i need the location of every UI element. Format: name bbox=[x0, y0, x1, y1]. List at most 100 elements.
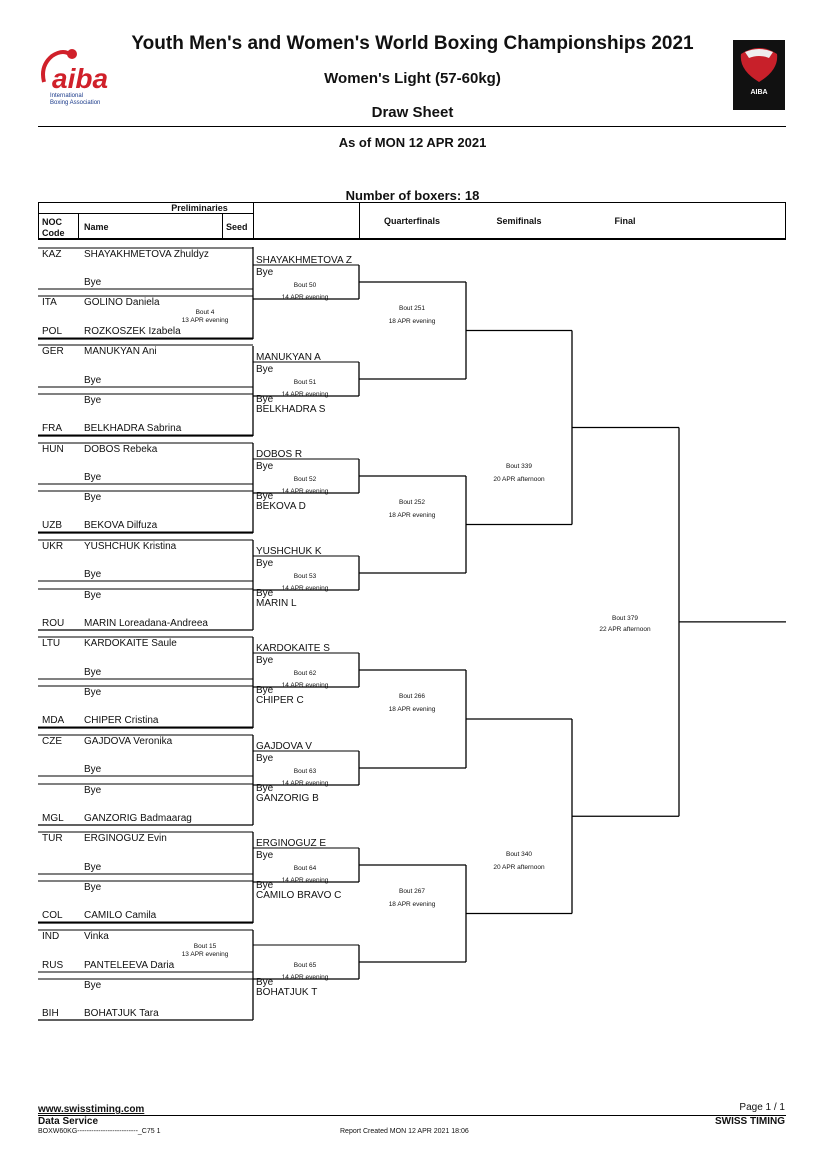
code-header: Code bbox=[42, 228, 65, 238]
entry-name: Bye bbox=[84, 492, 102, 503]
r1-top-name: SHAYAKHMETOVA Z bbox=[256, 255, 352, 266]
entry-name: MARIN Loreadana-Andreea bbox=[84, 618, 208, 629]
entry-noc: FRA bbox=[42, 423, 62, 434]
r1-top-name: GAJDOVA V bbox=[256, 741, 312, 752]
r1-bottom-name: CHIPER C bbox=[256, 695, 304, 706]
r1-top-bye: Bye bbox=[256, 655, 274, 666]
entry-name: Bye bbox=[84, 667, 102, 678]
header-rule bbox=[38, 126, 786, 127]
r1-bottom-bye: Bye bbox=[256, 977, 274, 988]
name-header: Name bbox=[84, 222, 109, 232]
footer-code: BOXW60KG--------------------------_C75 1 bbox=[38, 1128, 161, 1135]
r1-bottom-bye: Bye bbox=[256, 588, 274, 599]
entry-name: Bye bbox=[84, 395, 102, 406]
entry-name: GANZORIG Badmaarag bbox=[84, 813, 192, 824]
event-title: Youth Men's and Women's World Boxing Cha… bbox=[131, 33, 694, 54]
r1-top-name: DOBOS R bbox=[256, 449, 303, 460]
sf-bout-time: 20 APR afternoon bbox=[493, 475, 545, 483]
r1-top-name: ERGINOGUZ E bbox=[256, 838, 327, 849]
entry-noc: HUN bbox=[42, 444, 64, 455]
final-header: Final bbox=[614, 216, 636, 226]
entry-name: BOHATJUK Tara bbox=[84, 1008, 159, 1019]
qf-bout-time: 18 APR evening bbox=[388, 317, 436, 325]
r1-bout-number: Bout 53 bbox=[293, 573, 317, 580]
qf-bout-number: Bout 251 bbox=[398, 304, 426, 312]
r1-bout-time: 14 APR evening bbox=[281, 974, 329, 981]
seed-header: Seed bbox=[226, 222, 248, 232]
entry-name: Bye bbox=[84, 764, 102, 775]
r1-bout-number: Bout 64 bbox=[293, 865, 317, 872]
entry-name: CHIPER Cristina bbox=[84, 715, 159, 726]
entry-name: DOBOS Rebeka bbox=[84, 444, 158, 455]
footer-brand: SWISS TIMING bbox=[715, 1116, 785, 1127]
aiba-eagle-logo: AIBA bbox=[733, 40, 785, 110]
r1-bout-number: Bout 52 bbox=[293, 476, 317, 483]
entry-name: PANTELEEVA Daria bbox=[84, 960, 175, 971]
boxer-count: Number of boxers: 18 bbox=[345, 188, 480, 203]
svg-text:Boxing Association: Boxing Association bbox=[50, 100, 100, 106]
r1-top-bye: Bye bbox=[256, 558, 274, 569]
svg-text:International: International bbox=[50, 93, 83, 99]
qf-bout-number: Bout 267 bbox=[398, 887, 426, 895]
entry-name: Bye bbox=[84, 472, 102, 483]
r1-bout-time: 14 APR evening bbox=[281, 391, 329, 398]
aiba-logo-text: aiba bbox=[52, 63, 108, 94]
r1-bout-time: 14 APR evening bbox=[281, 585, 329, 592]
final-bout-time: 22 APR afternoon bbox=[599, 625, 651, 633]
r1-bottom-bye: Bye bbox=[256, 685, 274, 696]
r1-bottom-bye: Bye bbox=[256, 783, 274, 794]
r1-top-bye: Bye bbox=[256, 461, 274, 472]
r1-bout-time: 14 APR evening bbox=[281, 780, 329, 787]
entry-noc: ROU bbox=[42, 618, 65, 629]
entry-name: SHAYAKHMETOVA Zhuldyz bbox=[84, 249, 209, 260]
entry-name: ERGINOGUZ Evin bbox=[84, 833, 167, 844]
r1-top-bye: Bye bbox=[256, 753, 274, 764]
entry-name: Bye bbox=[84, 277, 102, 288]
as-of-date: As of MON 12 APR 2021 bbox=[338, 135, 487, 150]
entry-name: Bye bbox=[84, 569, 102, 580]
entry-noc: IND bbox=[42, 931, 60, 942]
entry-name: YUSHCHUK Kristina bbox=[84, 541, 177, 552]
entry-name: KARDOKAITE Saule bbox=[84, 638, 177, 649]
entry-noc: KAZ bbox=[42, 249, 62, 260]
r1-bout-number: Bout 65 bbox=[293, 962, 317, 969]
r1-top-bye: Bye bbox=[256, 267, 274, 278]
sheet-title: Draw Sheet bbox=[371, 104, 454, 121]
footer-report: Report Created MON 12 APR 2021 18:06 bbox=[340, 1128, 469, 1135]
r1-bout-number: Bout 51 bbox=[293, 379, 317, 386]
r1-bottom-name: CAMILO BRAVO C bbox=[256, 890, 342, 901]
final-bout-number: Bout 379 bbox=[611, 614, 639, 622]
r1-top-bye: Bye bbox=[256, 850, 274, 861]
r1-bout-time: 14 APR evening bbox=[281, 682, 329, 689]
entry-noc: UKR bbox=[42, 541, 64, 552]
footer-site-link[interactable]: www.swisstiming.com bbox=[38, 1104, 145, 1115]
entry-noc: BIH bbox=[42, 1008, 59, 1019]
quarterfinals-header: Quarterfinals bbox=[383, 216, 441, 226]
entry-name: BELKHADRA Sabrina bbox=[84, 423, 182, 434]
entry-name: Bye bbox=[84, 375, 102, 386]
r1-top-name: YUSHCHUK K bbox=[256, 546, 322, 557]
r1-top-bye: Bye bbox=[256, 364, 274, 375]
aiba-logo: aiba International Boxing Association bbox=[38, 42, 122, 108]
r1-bottom-name: BOHATJUK T bbox=[256, 987, 318, 998]
semifinals-header: Semifinals bbox=[496, 216, 542, 226]
entry-noc: POL bbox=[42, 326, 63, 337]
entry-noc: COL bbox=[42, 910, 63, 921]
entry-noc: ITA bbox=[42, 297, 57, 308]
entry-name: Bye bbox=[84, 687, 102, 698]
prelim-bout-time: 13 APR evening bbox=[181, 951, 229, 958]
r1-bottom-name: GANZORIG B bbox=[256, 793, 319, 804]
entry-name: Bye bbox=[84, 862, 102, 873]
entry-noc: GER bbox=[42, 346, 64, 357]
prelim-bout-time: 13 APR evening bbox=[181, 317, 229, 324]
qf-bout-time: 18 APR evening bbox=[388, 900, 436, 908]
preliminaries-header: Preliminaries bbox=[171, 203, 228, 213]
entry-name: ROZKOSZEK Izabela bbox=[84, 326, 181, 337]
r1-bout-number: Bout 62 bbox=[293, 670, 317, 677]
qf-bout-number: Bout 266 bbox=[398, 693, 426, 700]
entry-name: GOLINO Daniela bbox=[84, 297, 160, 308]
entry-name: BEKOVA Dilfuza bbox=[84, 520, 158, 531]
r1-bout-time: 14 APR evening bbox=[281, 877, 329, 884]
r1-top-name: KARDOKAITE S bbox=[256, 643, 330, 654]
noc-header: NOC bbox=[42, 217, 62, 227]
